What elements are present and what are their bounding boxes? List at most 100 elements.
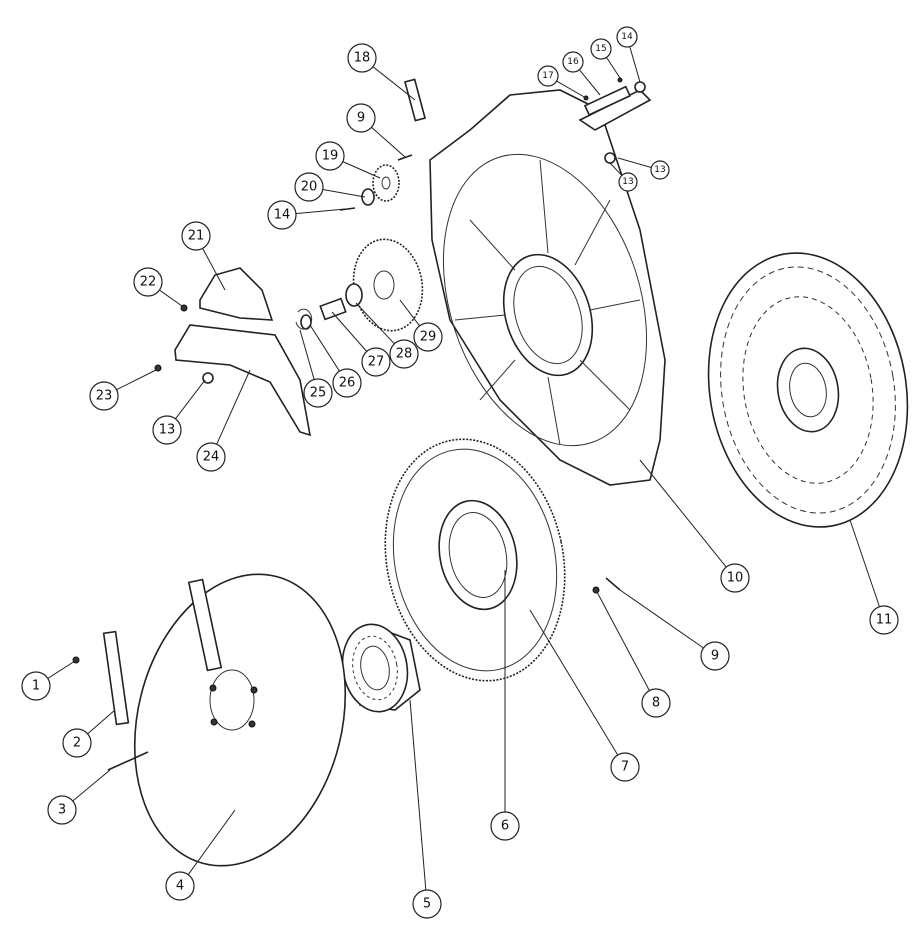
callout-circle [47, 795, 77, 825]
callout-label: 9 [357, 111, 365, 126]
callout-8: 8 [596, 591, 671, 718]
callout-circle [412, 889, 442, 919]
housing-part-10 [429, 89, 666, 486]
callout-22: 22 [133, 267, 183, 307]
key-part-15 [617, 77, 623, 83]
leader-line [342, 161, 381, 179]
callout-6: 6 [490, 570, 520, 841]
callout-label: 17 [542, 71, 553, 81]
callout-21: 21 [181, 221, 226, 291]
leader-line [216, 369, 251, 445]
plate-part-21 [199, 267, 274, 321]
callout-circle [641, 688, 671, 718]
callout-label: 23 [96, 389, 113, 404]
nut-part-8 [592, 586, 600, 594]
callout-circle [700, 641, 730, 671]
leader-line [322, 188, 366, 198]
leader-line [409, 699, 427, 891]
callout-label: 14 [274, 208, 291, 223]
callout-circle [267, 200, 297, 230]
callout-label: 26 [339, 376, 356, 391]
parts-drawing [72, 77, 909, 867]
washer-part-20 [361, 188, 375, 206]
callout-circle [332, 368, 362, 398]
bearing-part-5 [341, 623, 421, 713]
callout-label: 6 [501, 819, 509, 834]
bolt-part-3 [107, 751, 149, 771]
callout-circle [303, 378, 333, 408]
leader-line [202, 248, 226, 291]
callout-20: 20 [294, 172, 366, 202]
shaft-part-27 [319, 297, 347, 321]
callout-label: 21 [188, 229, 205, 244]
callout-9: 9 [619, 589, 730, 671]
ring-part-28 [345, 283, 363, 307]
callout-circle [89, 381, 119, 411]
callout-4: 4 [165, 809, 236, 901]
callout-2: 2 [62, 709, 116, 758]
callout-circle [413, 322, 443, 352]
callout-label: 18 [354, 51, 371, 66]
callout-10: 10 [639, 459, 750, 593]
bar-part-2 [102, 630, 130, 726]
leader-line [399, 299, 420, 327]
washer-part-14 [634, 81, 646, 93]
callout-25: 25 [299, 329, 333, 408]
callout-circle [537, 65, 559, 87]
callout-circle [196, 442, 226, 472]
leader-line [87, 709, 116, 735]
callout-18: 18 [347, 43, 416, 101]
leader-line [372, 66, 416, 101]
callout-1: 1 [21, 660, 76, 701]
leader-line [596, 591, 650, 691]
callout-label: 15 [595, 44, 606, 54]
callout-label: 19 [322, 149, 339, 164]
callout-label: 1 [32, 679, 40, 694]
callout-label: 14 [621, 32, 633, 42]
callout-circle [618, 172, 638, 192]
callout-13: 13 [152, 379, 206, 445]
perforated-disc-part-11 [707, 252, 909, 528]
callout-circle [590, 38, 612, 60]
callout-circle [181, 221, 211, 251]
callout-label: 27 [368, 355, 385, 370]
callout-label: 5 [423, 897, 431, 912]
callout-label: 4 [176, 879, 184, 894]
bolt-part-9 [605, 577, 621, 591]
callout-27: 27 [331, 311, 391, 377]
leader-line [355, 302, 395, 345]
callout-circle [294, 172, 324, 202]
callout-29: 29 [399, 299, 443, 352]
ring-gear-part-7 [384, 438, 566, 682]
callout-circle [720, 563, 750, 593]
bolt-part-9-top [397, 154, 413, 161]
plate-part-24 [174, 324, 312, 437]
callout-circle [62, 728, 92, 758]
callout-7: 7 [529, 609, 640, 782]
callout-label: 13 [159, 423, 176, 438]
callout-label: 25 [310, 386, 327, 401]
screw-part-22 [180, 304, 188, 312]
leader-line [629, 46, 641, 83]
leader-line [639, 459, 727, 568]
leader-line [309, 324, 340, 372]
callout-circle [315, 141, 345, 171]
callout-circle [133, 267, 163, 297]
leader-line [331, 311, 368, 352]
callout-15: 15 [590, 38, 621, 79]
gear-part-29 [352, 238, 424, 332]
callout-label: 2 [73, 736, 81, 751]
callout-circle [347, 43, 377, 73]
screw-part-23 [154, 364, 162, 372]
callout-17: 17 [537, 65, 587, 99]
leader-line [578, 69, 601, 96]
callout-circle [361, 347, 391, 377]
callout-9: 9 [346, 103, 406, 158]
callout-23: 23 [89, 369, 157, 411]
callout-label: 11 [876, 613, 893, 628]
callout-label: 7 [621, 760, 629, 775]
callout-19: 19 [315, 141, 381, 179]
callout-label: 13 [622, 177, 633, 187]
callout-24: 24 [196, 369, 251, 472]
leader-line [175, 379, 206, 420]
